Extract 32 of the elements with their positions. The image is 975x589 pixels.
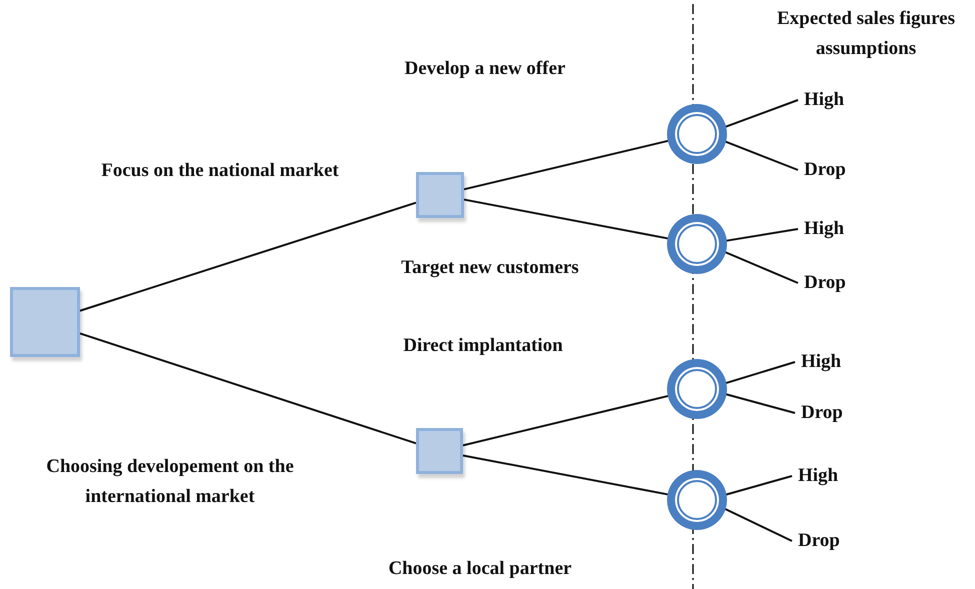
branch-line xyxy=(462,454,669,496)
outcome-label: Drop xyxy=(803,271,846,295)
branch-line xyxy=(725,393,796,414)
branch-label: Choose a local partner xyxy=(387,557,573,581)
outcome-label: High xyxy=(800,350,842,374)
outcome-label: High xyxy=(803,88,844,112)
branch-label: Direct implantation xyxy=(402,334,564,358)
branch-line xyxy=(725,361,796,384)
branch-label: Target new customers xyxy=(400,256,580,280)
outcome-label: High xyxy=(803,217,844,241)
outcome-label: Drop xyxy=(800,401,843,425)
branch-line xyxy=(80,332,416,444)
branch-line xyxy=(80,202,416,312)
branch-line xyxy=(464,140,670,190)
outcome-label: Drop xyxy=(803,158,846,182)
decision-box xyxy=(10,287,80,357)
outcome-label: Drop xyxy=(797,529,840,553)
column-heading: Expected sales figures assumptions xyxy=(776,7,956,61)
branch-label: Develop a new offer xyxy=(404,57,566,81)
branch-line xyxy=(724,140,798,171)
outcome-label: High xyxy=(797,464,838,488)
branch-line xyxy=(724,251,798,284)
decision-box xyxy=(416,428,463,474)
branch-line xyxy=(725,475,792,496)
branch-label: Focus on the national market xyxy=(100,159,340,183)
branch-line xyxy=(464,198,669,240)
branch-line xyxy=(462,394,670,446)
decision-box xyxy=(416,172,464,218)
branch-line xyxy=(726,228,798,242)
branch-label: Choosing developement on the international market xyxy=(45,455,295,509)
branch-line xyxy=(724,508,792,542)
branch-line xyxy=(724,99,798,128)
